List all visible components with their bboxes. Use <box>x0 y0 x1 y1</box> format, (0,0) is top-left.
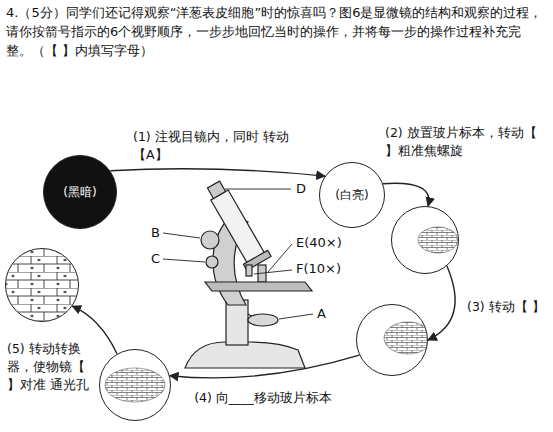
part-letter: D <box>295 182 307 196</box>
field-of-view-circle: (白亮) <box>319 162 385 228</box>
field-of-view-circle <box>356 304 428 376</box>
part-letter: C <box>150 252 161 266</box>
part-letter: E(40×) <box>295 236 343 250</box>
cell-patch <box>0 245 90 325</box>
leader-line <box>163 233 200 238</box>
field-of-view-circle <box>391 206 459 274</box>
coarse-knob <box>201 231 219 249</box>
part-letter: F(10×) <box>295 262 342 276</box>
view-caption: (白亮) <box>335 188 368 202</box>
field-of-view-circle <box>5 248 79 322</box>
step-arrow <box>428 266 455 340</box>
lens-tube <box>211 190 266 265</box>
leader-line <box>225 189 291 190</box>
leader-line <box>163 259 205 262</box>
base <box>185 342 305 368</box>
step-arrow <box>170 355 360 378</box>
part-letter: B <box>150 226 161 240</box>
cell-image <box>105 368 165 402</box>
stage-plate <box>205 282 312 291</box>
pillar <box>226 300 248 345</box>
part-letter: A <box>316 307 327 321</box>
step-arrow <box>383 183 429 206</box>
step-instruction: (3) 转动【 】 <box>466 298 550 316</box>
cell-patch <box>105 368 165 402</box>
cell-patch <box>384 322 432 354</box>
question-text: 4.（5分）同学们还记得观察“洋葱表皮细胞”时的惊喜吗？图6是显微镜的结构和观察… <box>6 4 547 61</box>
field-of-view-circle <box>99 349 171 421</box>
cell-patch <box>418 227 458 253</box>
mirror <box>248 314 278 326</box>
tube <box>201 178 271 271</box>
view-caption: (黑暗) <box>63 185 96 199</box>
field-of-view-circle: (黑暗) <box>43 155 117 229</box>
step-instruction: (2) 放置玻片标本，转动【 】粗准焦螺旋 <box>384 124 548 160</box>
cell-image <box>0 245 90 325</box>
leader-lines <box>163 189 313 319</box>
step-instruction: (4) 向____移动玻片标本 <box>187 389 339 407</box>
leader-line <box>279 314 313 319</box>
step-instruction: (5) 转动转换器，使物镜【 】对准 通光孔 <box>6 340 96 394</box>
microscope <box>185 178 312 368</box>
objective-low <box>246 265 252 276</box>
leader-line <box>268 244 292 272</box>
leader-line <box>254 270 292 274</box>
step-arrow <box>110 169 325 176</box>
cell-image <box>384 322 432 354</box>
eyepiece <box>207 181 225 198</box>
cell-image <box>418 227 458 253</box>
step-instruction: (1) 注视目镜内，同时 转动【A】 <box>132 128 294 164</box>
fine-knob <box>206 256 218 268</box>
